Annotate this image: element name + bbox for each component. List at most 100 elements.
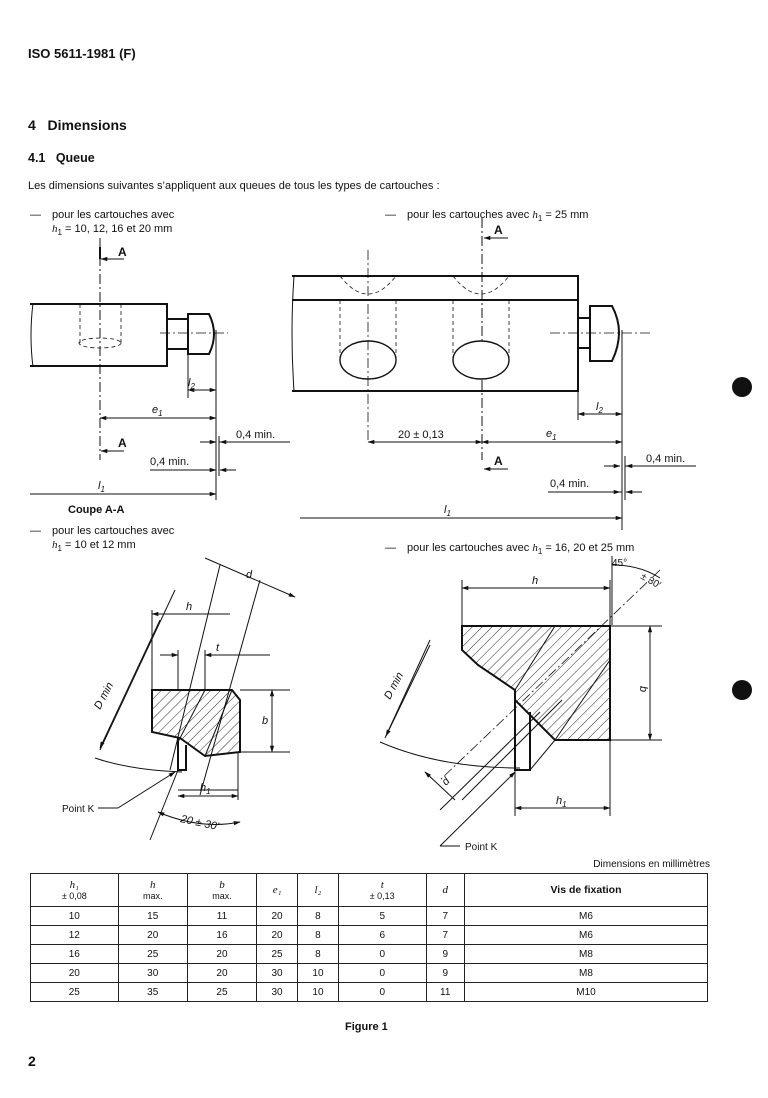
table-cell: 0 <box>337 944 427 964</box>
label-h1-left: h1 <box>200 782 211 796</box>
table-cell: 12 <box>30 925 119 945</box>
label-min04-c: 0,4 min. <box>646 453 685 465</box>
table-cell: M8 <box>463 944 709 964</box>
table-cell: M10 <box>463 982 709 1002</box>
label-min04-d: 0,4 min. <box>550 478 589 490</box>
table-cell: 5 <box>337 906 427 926</box>
table-header-cell: d <box>425 873 465 907</box>
table-cell: 10 <box>30 906 119 926</box>
table-cell: 25 <box>117 944 188 964</box>
table-cell: 6 <box>337 925 427 945</box>
header-symbol: b <box>219 879 225 891</box>
bottom-left-section: h t b d D min h1 20 ± 30′ Point K <box>62 557 296 841</box>
label-point-k-right: Point K <box>465 842 498 853</box>
subsection-number: 4.1 <box>28 151 46 165</box>
table-cell: 10 <box>297 963 339 983</box>
technical-drawing: A l2 e1 A 0,4 min. 0,4 min. l1 Coupe A-A… <box>30 218 752 853</box>
table-cell: 20 <box>117 925 188 945</box>
table-header-cell: e₁ <box>256 873 298 907</box>
label-point-k-left: Point K <box>62 804 95 815</box>
label-dmin-left: D min <box>92 680 116 711</box>
table-cell: 11 <box>186 906 258 926</box>
label-dmin-right: D min <box>382 670 406 701</box>
header-symbol: h₁ <box>69 879 79 891</box>
label-coupe: Coupe A-A <box>68 504 124 516</box>
top-left-view: A l2 e1 A 0,4 min. 0,4 min. l1 Coupe A-A <box>30 238 290 516</box>
header-symbol: t <box>380 879 384 891</box>
table-cell: M6 <box>463 906 709 926</box>
table-cell: 16 <box>30 944 119 964</box>
table-header-cell: t± 0,13 <box>337 873 427 907</box>
table-cell: 15 <box>117 906 188 926</box>
header-subtext: max. <box>212 891 232 901</box>
intro-paragraph: Les dimensions suivantes s’appliquent au… <box>28 180 440 192</box>
table-cell: 8 <box>297 944 339 964</box>
label-pitch: 20 ± 0,13 <box>398 429 444 441</box>
subsection-title: Queue <box>55 151 95 165</box>
caption-mid-right: —pour les cartouches avec h1 = 16, 20 et… <box>385 542 635 557</box>
label-d-right: d <box>440 775 453 788</box>
caption-mid-left: —pour les cartouches avec h1 = 10 et 12 … <box>30 525 175 554</box>
table-cell: 20 <box>30 963 119 983</box>
label-e1-left: e1 <box>152 404 163 418</box>
label-angle-right-tol: ± 30′ <box>639 571 663 591</box>
table-cell: M6 <box>463 925 709 945</box>
table-cell: 9 <box>425 963 465 983</box>
header-symbol: h <box>149 879 156 891</box>
table-cell: 0 <box>337 963 427 983</box>
label-l2-right: l2 <box>596 401 603 415</box>
caption-top-right: —pour les cartouches avec h1 = 25 mm <box>385 209 589 224</box>
table-cell: 30 <box>256 963 298 983</box>
header-subtext: ± 0,08 <box>61 891 87 901</box>
section-mark-a-top-right: A <box>494 223 503 237</box>
label-angle-right-deg: 45° <box>612 558 627 569</box>
table-cell: 8 <box>297 925 339 945</box>
table-cell: 10 <box>297 982 339 1002</box>
table-cell: 25 <box>30 982 119 1002</box>
header-label: Vis de fixation <box>550 884 622 896</box>
label-h-right: h <box>532 575 538 587</box>
label-t: t <box>216 642 220 654</box>
label-l1-left: l1 <box>98 480 105 494</box>
figure-label: Figure 1 <box>345 1021 388 1033</box>
table-cell: 25 <box>186 982 258 1002</box>
table-cell: 25 <box>256 944 298 964</box>
units-note: Dimensions en millimètres <box>593 859 710 870</box>
table-cell: 11 <box>425 982 465 1002</box>
table-header-cell: Vis de fixation <box>463 873 709 907</box>
table-cell: M8 <box>463 963 709 983</box>
table-cell: 30 <box>117 963 188 983</box>
top-right-view: A l2 20 ± 0,13 e1 A 0,4 min. 0,4 min. l1 <box>291 218 696 530</box>
section-mark-a-top: A <box>118 245 127 259</box>
table-cell: 7 <box>425 906 465 926</box>
caption-top-left: —pour les cartouches avec h1 = 10, 12, 1… <box>30 209 175 238</box>
section-number: 4 <box>28 117 36 133</box>
table-cell: 35 <box>117 982 188 1002</box>
table-cell: 16 <box>186 925 258 945</box>
label-b-left: b <box>262 715 268 727</box>
bottom-right-section: h b 45° ± 30′ d D min h1 Point K <box>379 556 663 853</box>
table-cell: 7 <box>425 925 465 945</box>
section-heading: 4 Dimensions <box>28 117 127 133</box>
header-subtext: max. <box>142 891 163 901</box>
table-cell: 8 <box>297 906 339 926</box>
header-subtext: ± 0,13 <box>369 891 395 901</box>
label-h1-right: h1 <box>556 795 567 809</box>
table-cell: 20 <box>186 963 258 983</box>
table-cell: 0 <box>337 982 427 1002</box>
table-cell: 9 <box>425 944 465 964</box>
section-title: Dimensions <box>47 117 127 133</box>
subsection-heading: 4.1 Queue <box>28 151 95 165</box>
label-d-left: d <box>246 569 253 581</box>
document-header: ISO 5611-1981 (F) <box>28 46 136 61</box>
label-l1-right: l1 <box>444 504 451 518</box>
